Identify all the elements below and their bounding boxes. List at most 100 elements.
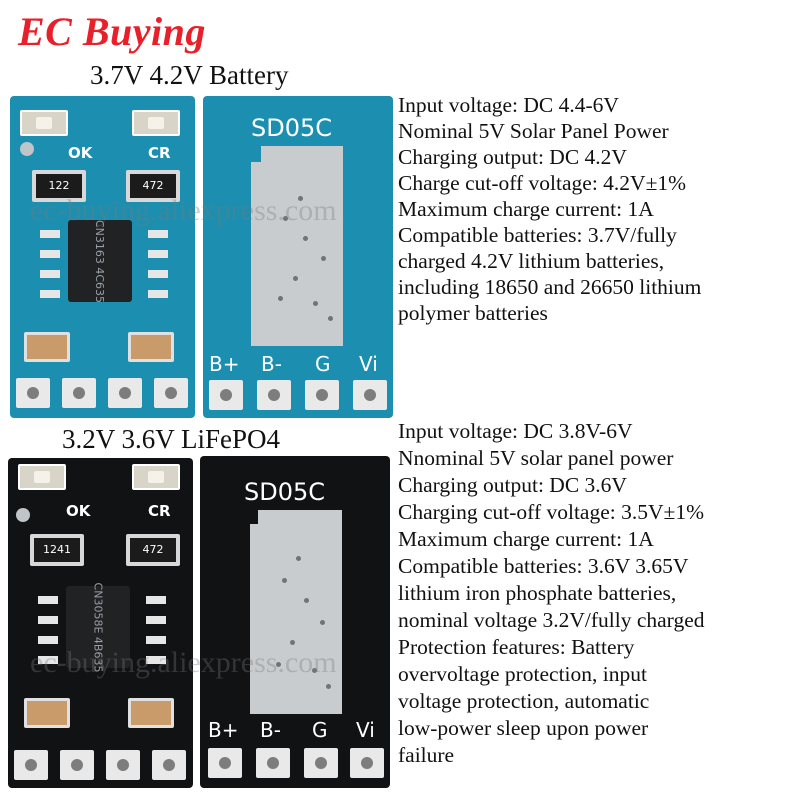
via: [278, 296, 283, 301]
bottom-front-board: OK CR 1241 472 CN3058E 4B635: [8, 458, 193, 788]
via: [293, 276, 298, 281]
spec-line: voltage protection, automatic: [398, 689, 650, 713]
spec-line: including 18650 and 26650 lithium: [398, 275, 702, 299]
silk-ok: OK: [66, 502, 91, 520]
ic-pin: [146, 656, 166, 664]
solder-pad: [304, 748, 338, 778]
via: [321, 256, 326, 261]
top-front-board: OK CR 122 472 CN3163 4C635: [10, 96, 195, 418]
solder-pad: [14, 750, 48, 780]
solder-pad: [350, 748, 384, 778]
spec-line: Charge cut-off voltage: 4.2V±1%: [398, 171, 687, 195]
pin-label-vi: Vi: [359, 352, 378, 376]
resistor-right: 472: [126, 170, 180, 202]
spec-line: Compatible batteries: 3.6V 3.65V: [398, 554, 689, 578]
via: [298, 196, 303, 201]
spec-line: Charging output: DC 3.6V: [398, 473, 627, 497]
spec-line: Compatible batteries: 3.7V/fully: [398, 223, 677, 247]
solder-pad: [208, 748, 242, 778]
ic-pin: [38, 616, 58, 624]
top-back-board: SD05C B+ B- G Vi: [203, 96, 393, 418]
solder-pad: [106, 750, 140, 780]
pin-label-bplus: B+: [208, 718, 239, 742]
ic-pin: [148, 270, 168, 278]
ic-pin: [146, 636, 166, 644]
spec-line: Charging output: DC 4.2V: [398, 145, 627, 169]
led-cr: [132, 110, 180, 136]
spec-line: polymer batteries: [398, 301, 548, 325]
silk-ok: OK: [68, 144, 93, 162]
ic-pin: [40, 290, 60, 298]
spec-line: Input voltage: DC 4.4-6V: [398, 93, 619, 117]
charger-ic: CN3058E 4B635: [66, 582, 130, 672]
spec-line: nominal voltage 3.2V/fully charged: [398, 608, 705, 632]
ic-pin: [148, 230, 168, 238]
via: [326, 684, 331, 689]
solder-pad: [60, 750, 94, 780]
mount-dot: [16, 508, 30, 522]
spec-line: Nominal 5V Solar Panel Power: [398, 119, 669, 143]
solder-pad: [257, 380, 291, 410]
solder-pad: [108, 378, 142, 408]
spec-line: Nnominal 5V solar panel power: [398, 446, 674, 470]
board-label: SD05C: [244, 478, 326, 506]
ic-pin: [40, 230, 60, 238]
ic-pin: [146, 616, 166, 624]
silk-cr: CR: [148, 144, 171, 162]
solder-pad: [305, 380, 339, 410]
spec-line: lithium iron phosphate batteries,: [398, 581, 677, 605]
spec-line: Charging cut-off voltage: 3.5V±1%: [398, 500, 704, 524]
spec-line: low-power sleep upon power: [398, 716, 649, 740]
top-specs: Input voltage: DC 4.4-6V Nominal 5V Sola…: [398, 92, 701, 326]
pin-label-bplus: B+: [209, 352, 240, 376]
bottom-heading: 3.2V 3.6V LiFePO4: [62, 424, 281, 454]
solder-pad: [16, 378, 50, 408]
solder-pad: [62, 378, 96, 408]
capacitor-left: [24, 698, 70, 728]
ic-marking: CN3163 4C635: [93, 219, 107, 303]
resistor-right: 472: [126, 534, 180, 566]
via: [312, 668, 317, 673]
spec-line: Protection features: Battery: [398, 635, 635, 659]
via: [276, 662, 281, 667]
capacitor-right: [128, 332, 174, 362]
heatsink-plate-tab: [250, 524, 262, 714]
solder-pad: [256, 748, 290, 778]
led-ok: [18, 464, 66, 490]
resistor-left: 122: [32, 170, 86, 202]
spec-line: failure: [398, 743, 455, 767]
watermark: ec-buying.aliexpress.com: [30, 194, 337, 227]
ic-pin: [40, 250, 60, 258]
via: [328, 316, 333, 321]
brand-logo: EC Buying: [18, 9, 206, 54]
spec-line: Maximum charge current: 1A: [398, 527, 654, 551]
solder-pad: [152, 750, 186, 780]
bottom-specs: Input voltage: DC 3.8V-6V Nnominal 5V so…: [398, 418, 705, 769]
via: [283, 216, 288, 221]
pin-label-vi: Vi: [356, 718, 375, 742]
heatsink-plate-tab: [251, 162, 265, 346]
ic-pin: [148, 290, 168, 298]
ic-pin: [38, 656, 58, 664]
solder-pad: [154, 378, 188, 408]
solder-pad: [353, 380, 387, 410]
pin-label-bminus: B-: [261, 352, 282, 376]
resistor-left: 1241: [30, 534, 84, 566]
ic-pin: [40, 270, 60, 278]
spec-line: overvoltage protection, input: [398, 662, 647, 686]
solder-pad: [209, 380, 243, 410]
mount-dot: [20, 142, 34, 156]
via: [296, 556, 301, 561]
top-heading: 3.7V 4.2V Battery: [90, 60, 289, 90]
via: [290, 640, 295, 645]
spec-line: Maximum charge current: 1A: [398, 197, 654, 221]
capacitor-right: [128, 698, 174, 728]
watermark: ec-buying.aliexpress.com: [30, 646, 337, 679]
ic-pin: [146, 596, 166, 604]
pin-label-bminus: B-: [260, 718, 281, 742]
ic-pin: [38, 596, 58, 604]
ic-pin: [38, 636, 58, 644]
charger-ic: CN3163 4C635: [68, 219, 132, 303]
spec-line: Input voltage: DC 3.8V-6V: [398, 419, 633, 443]
pin-label-g: G: [312, 718, 328, 742]
